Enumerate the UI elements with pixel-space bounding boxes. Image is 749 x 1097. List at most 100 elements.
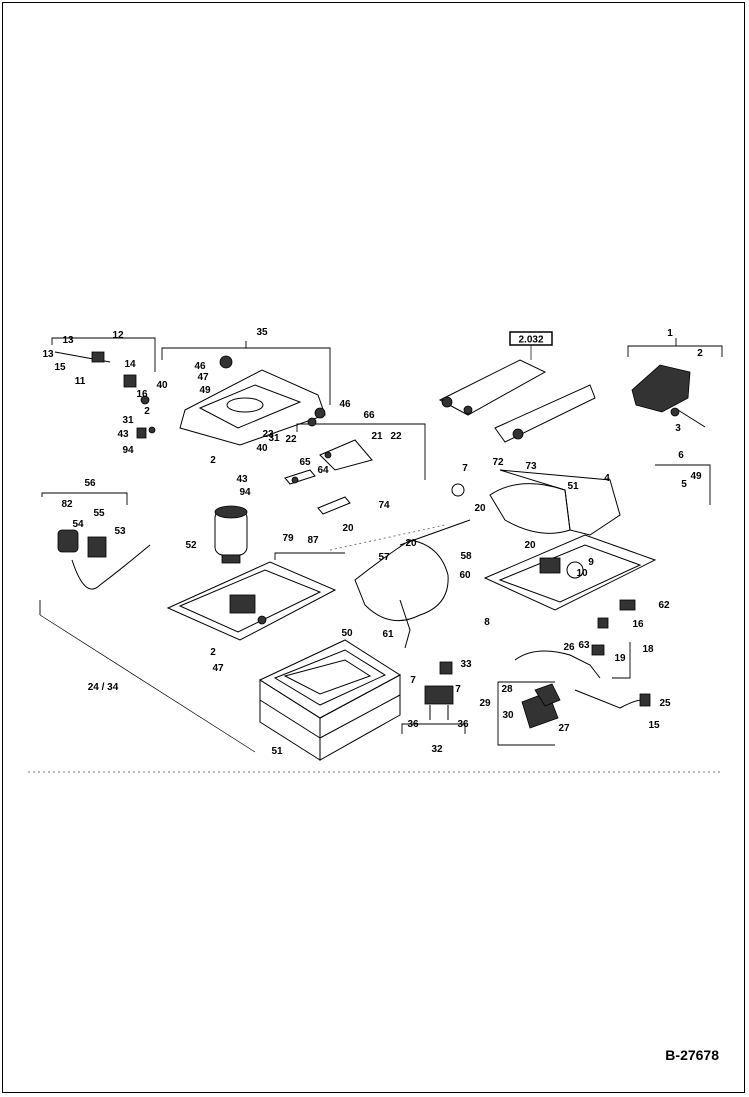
callout-72-1: 72 [492,457,504,468]
callout-33-1: 33 [460,659,472,670]
callout-labels: 1222234567778910111213131415151616181920… [42,327,703,757]
callout-52-1: 52 [185,540,197,551]
callout-23-1: 23 [262,429,274,440]
callout-40-1: 40 [156,380,168,391]
callout-12-1: 12 [112,330,124,341]
callout-7-3: 7 [455,684,461,695]
callout-5-1: 5 [681,479,687,490]
dashed-lines [28,524,722,773]
linkage-bars [284,439,373,515]
seat-frame-top [179,355,326,446]
callout-82-1: 82 [61,499,73,510]
reference-box: 2.032 [509,331,553,360]
callout-60-1: 60 [459,570,471,581]
callout-43-1: 43 [117,429,129,440]
callout-7-1: 7 [462,463,468,474]
callout-51-1: 51 [271,746,283,757]
callout-26-1: 26 [563,642,575,653]
base-plate [166,561,337,641]
callout-87-1: 87 [307,535,319,546]
callout-28-1: 28 [501,684,513,695]
callout-31-1: 31 [122,415,134,426]
callout-3-1: 3 [675,423,681,434]
lever-assembly-left [54,351,156,439]
callout-20-3: 20 [405,538,417,549]
callout-22-2: 22 [390,431,402,442]
callout-46-2: 46 [339,399,351,410]
callout-2-3: 2 [210,647,216,658]
wire-harness-left [57,529,151,590]
callout-13-1: 13 [42,349,54,360]
callout-20-2: 20 [474,503,486,514]
callout-54-1: 54 [72,519,84,530]
callout-36-2: 36 [457,719,469,730]
callout-11-1: 11 [75,376,86,387]
callout-36-1: 36 [407,719,419,730]
callout-55-1: 55 [93,508,105,519]
callout-58-1: 58 [460,551,472,562]
callout-94-1: 94 [122,445,134,456]
callout-51-2: 51 [567,481,579,492]
callout-22-1: 22 [285,434,297,445]
callout-20-4: 20 [524,540,536,551]
callout-53-1: 53 [114,526,126,537]
callout-35-1: 35 [256,327,268,338]
seat-cushion [489,469,621,536]
callout-74-1: 74 [378,500,390,511]
callout-18-1: 18 [642,644,654,655]
callout-32-1: 32 [431,744,443,755]
callout-31-2: 31 [268,433,280,444]
callout-9-1: 9 [588,557,594,568]
pedal-assembly [424,661,561,729]
callout-14-1: 14 [124,359,136,370]
shock-absorber [214,505,248,564]
callout-2-4: 2 [144,406,150,417]
callout-49-1: 49 [199,385,211,396]
callout-16-1: 16 [136,389,148,400]
sheet-number: B-27678 [665,1047,719,1063]
callout-1-1: 1 [667,328,673,339]
callout-24-34-1: 24 / 34 [88,682,119,693]
callout-6-1: 6 [678,450,684,461]
callout-63-1: 63 [578,640,590,651]
callout-40-2: 40 [256,443,268,454]
callout-65-1: 65 [299,457,311,468]
callout-25-1: 25 [659,698,671,709]
suspension-frame-right [483,534,657,611]
callout-10-1: 10 [576,568,588,579]
callout-27-1: 27 [558,723,570,734]
callout-47-2: 47 [212,663,224,674]
callout-15-2: 15 [648,720,660,731]
callout-62-1: 62 [658,600,670,611]
callout-19-1: 19 [614,653,626,664]
seat-box-base [258,639,401,761]
callout-20-1: 20 [342,523,354,534]
callout-46-1: 46 [194,361,206,372]
callout-43-2: 43 [236,474,248,485]
callout-8-1: 8 [484,617,490,628]
callout-94-2: 94 [239,487,251,498]
callout-73-1: 73 [525,461,537,472]
callout-7-2: 7 [410,675,416,686]
callout-16-2: 16 [632,619,644,630]
callout-29-1: 29 [479,698,491,709]
lower-parts-right [514,599,651,709]
group-brackets [39,337,723,753]
callout-66-1: 66 [363,410,375,421]
rail-part [438,359,596,443]
callout-61-1: 61 [382,629,394,640]
callout-64-1: 64 [317,465,329,476]
callout-47-1: 47 [197,372,209,383]
wire-harness-center [354,483,471,649]
callout-15-1: 15 [54,362,66,373]
callout-2-2: 2 [210,455,216,466]
callout-56-1: 56 [84,478,96,489]
callout-50-1: 50 [341,628,353,639]
callout-4-1: 4 [604,473,610,484]
control-module [631,364,706,428]
callout-13-2: 13 [62,335,74,346]
callout-2-1: 2 [697,348,703,359]
callout-30-1: 30 [502,710,514,721]
